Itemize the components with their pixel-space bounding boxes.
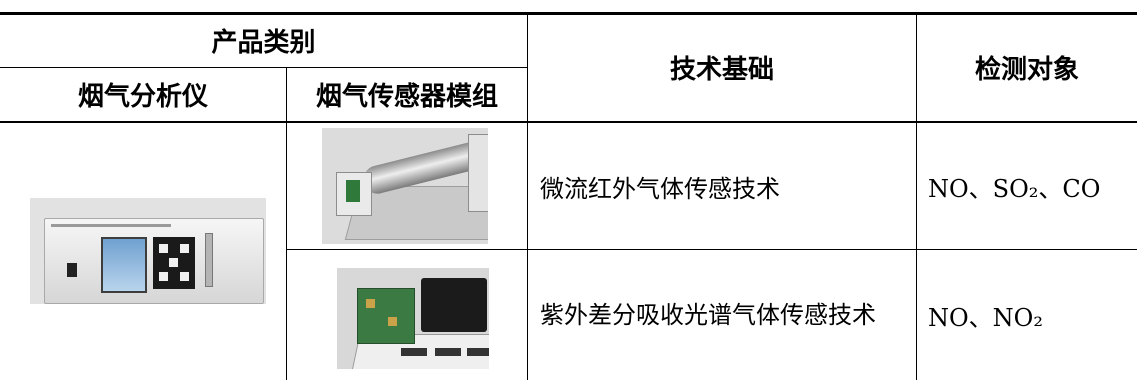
header-detection-target: 检测对象 [917,14,1137,121]
module2-chip [388,317,397,326]
analyzer-screen [101,237,147,293]
col-rule-3 [916,14,917,380]
header-detection-target-text: 检测对象 [974,55,1079,85]
analyzer-keypad [153,237,195,289]
analyzer-label-strip [51,224,171,227]
row-1-target-text: NO、SO₂、CO [928,174,1101,203]
row-2-target: NO、NO₂ [928,250,1133,380]
uv-doas-sensor-module-photo [337,268,489,369]
table-top-rule [0,12,1137,15]
col-rule-2 [527,14,528,380]
analyzer-key [180,244,189,253]
header-product-category: 产品类别 [0,14,527,67]
row-1-technology-text: 微流红外气体传感技术 [540,174,780,203]
header-product-category-text: 产品类别 [211,28,316,58]
analyzer-flowmeter [205,233,213,287]
module2-vent-slot [401,348,427,356]
module1-circuit-board [346,180,360,202]
header-sub-rule [0,67,527,68]
module2-vent-slot [435,348,461,356]
col-rule-1 [286,67,287,380]
header-sensor-module-text: 烟气传感器模组 [315,82,498,112]
analyzer-key [180,272,189,281]
header-bottom-rule [0,121,1137,123]
row-2-target-text: NO、NO₂ [928,303,1043,332]
header-flue-gas-analyzer: 烟气分析仪 [0,68,286,121]
module2-chip [366,299,375,308]
header-sensor-module: 烟气传感器模组 [287,68,527,121]
analyzer-key [169,258,178,267]
header-technology-basis-text: 技术基础 [669,55,774,85]
header-flue-gas-analyzer-text: 烟气分析仪 [77,82,208,112]
analyzer-key [159,244,168,253]
module1-bracket [468,134,488,212]
row-divider [286,249,1137,250]
header-technology-basis: 技术基础 [528,14,916,121]
flue-gas-analyzer-photo [30,198,266,304]
row-2-technology-text: 紫外差分吸收光谱气体传感技术 [540,301,876,329]
analyzer-key [159,272,168,281]
module2-black-housing [421,278,487,332]
row-2-technology: 紫外差分吸收光谱气体传感技术 [540,250,900,380]
analyzer-power-switch [67,263,77,277]
row-1-target: NO、SO₂、CO [928,123,1133,249]
module2-vent-slot [467,348,489,356]
infrared-sensor-module-photo [322,128,488,244]
row-1-technology: 微流红外气体传感技术 [540,123,910,249]
module2-circuit-board [357,288,415,344]
analyzer-chassis [44,218,264,304]
